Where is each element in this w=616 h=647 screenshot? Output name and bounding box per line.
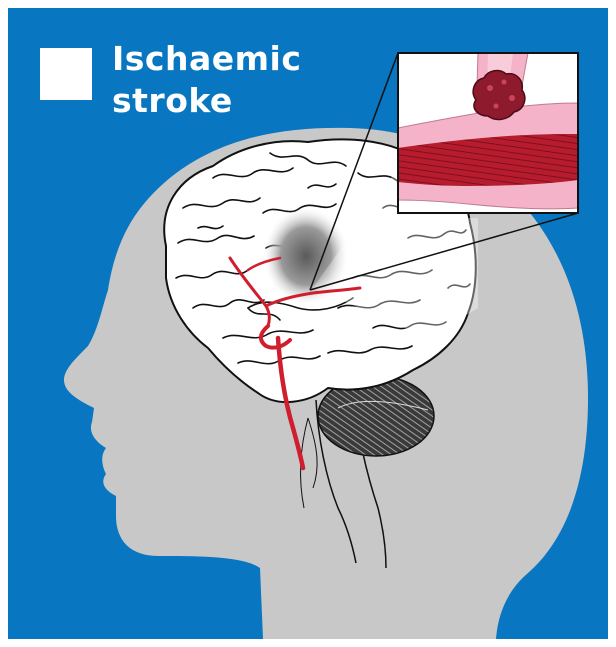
title-line-1: Ischaemic	[112, 38, 301, 80]
white-square-icon	[40, 48, 92, 100]
title-line-2: stroke	[112, 80, 301, 122]
stroke-illustration	[8, 8, 608, 639]
page-title: Ischaemic stroke	[112, 38, 301, 122]
vessel-zoom-inset	[398, 53, 578, 213]
illustration-frame: Ischaemic stroke	[8, 8, 608, 639]
